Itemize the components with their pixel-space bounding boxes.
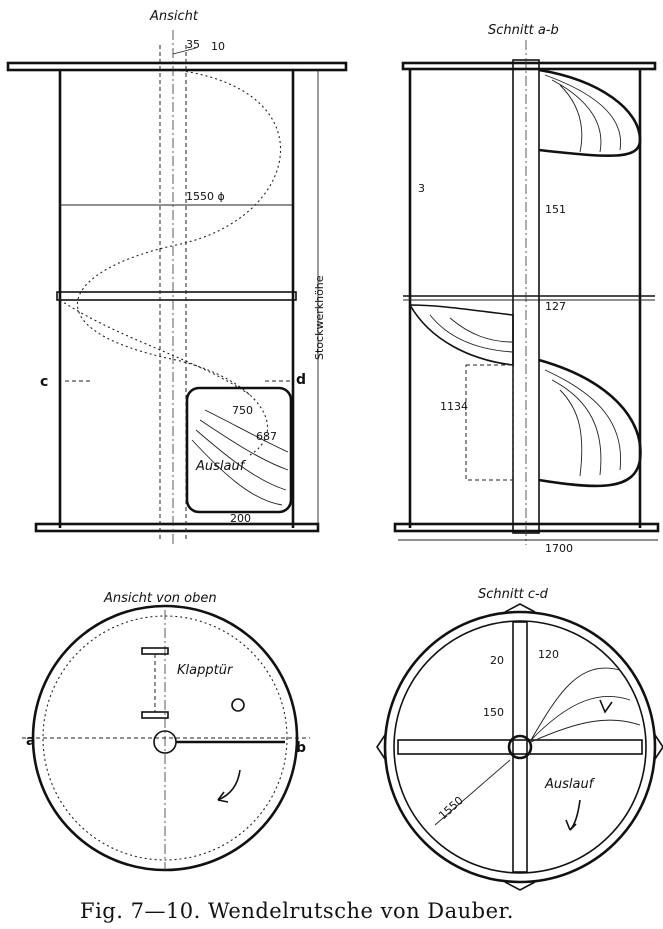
front-middle-band [56,291,297,301]
front-top-gap-label: 10 [211,40,225,53]
point-d-label: d [296,372,306,388]
ab-pitch-label: 1134 [440,400,468,413]
section-cd-view: Schnitt c-d 20 120 150 1550 Auslauf [376,587,663,891]
cd-vertical-wall [512,621,528,873]
cd-lug-right [654,734,663,760]
figure-caption: Fig. 7—10. Wendelrutsche von Dauber. [80,899,514,923]
cd-dim-120: 120 [538,648,559,661]
cd-dim-150: 150 [483,706,504,719]
outlet-label: Auslauf [195,459,247,474]
front-helix-curve [76,69,282,456]
outlet-height-label: 687 [256,430,277,443]
ab-lower-chute-lines [544,369,622,477]
front-top-flange [6,61,348,72]
top-view-title: Ansicht von oben [103,591,217,606]
point-a-label: a [26,733,35,749]
ab-pitch-frame [465,364,514,481]
trapdoor-handle [231,698,245,712]
rotation-arrow-head [217,791,229,803]
front-bottom-flange [34,522,320,533]
ab-upper-chute-lines [544,74,622,153]
ab-mid-chute [409,304,514,366]
ab-top-flange [401,61,657,71]
top-view: Ansicht von oben Klapptür a b [22,591,310,872]
front-view-title: Ansicht [149,9,199,24]
cd-dim-1550: 1550 [436,794,466,822]
outlet-opening [185,386,293,514]
section-ab-view: Schnitt a-b 3 151 127 1134 1700 [393,23,660,555]
cd-core-circle [507,734,533,760]
cd-inner-ring [393,620,647,874]
cd-dim-20: 20 [490,654,504,667]
cd-horizontal-wall [397,739,643,755]
ab-core-upper-label: 151 [545,203,566,216]
front-diameter-label: 1550 ϕ [186,190,225,203]
outlet-chute-lines [191,409,289,506]
outlet-bottom-label: 200 [230,512,251,525]
cd-radius-line [434,759,511,826]
front-top-leader [172,47,197,55]
top-inner-ring [42,615,288,861]
rotation-arrow [217,769,241,801]
ab-bottom-flange [393,522,660,533]
cd-outer-ring [383,610,657,884]
ab-wall-label: 3 [418,182,425,195]
ab-overall-label: 1700 [545,542,573,555]
cd-lug-left [376,734,386,760]
section-cd-title: Schnitt c-d [478,587,549,602]
trapdoor-hinge-upper [141,647,169,655]
ab-core-lower-label: 127 [545,300,566,313]
outlet-width-label: 750 [232,404,253,417]
front-view: Ansicht 1550 ϕ 35 10 Stockwerkhöhe c d [6,9,348,545]
cd-lug-bottom [504,881,536,891]
point-b-label: b [296,740,306,756]
trapdoor-hinge-lower [141,711,169,719]
ab-mid-chute-lines [429,314,514,353]
front-top-offset-label: 35 [186,38,200,51]
trapdoor-label: Klapptür [177,663,234,678]
point-c-label: c [40,374,48,390]
cd-outlet-label: Auslauf [544,777,596,792]
section-ab-title: Schnitt a-b [488,23,559,38]
cd-lug-top [504,603,536,613]
cd-outlet-arrow-head [565,819,577,831]
ab-lower-chute [538,358,642,488]
storey-height-label: Stockwerkhöhe [313,275,326,360]
cd-chute-lines [530,667,641,743]
ab-upper-chute [538,68,642,158]
front-helix-lower [59,299,251,396]
cd-chute-arrow [599,699,613,714]
